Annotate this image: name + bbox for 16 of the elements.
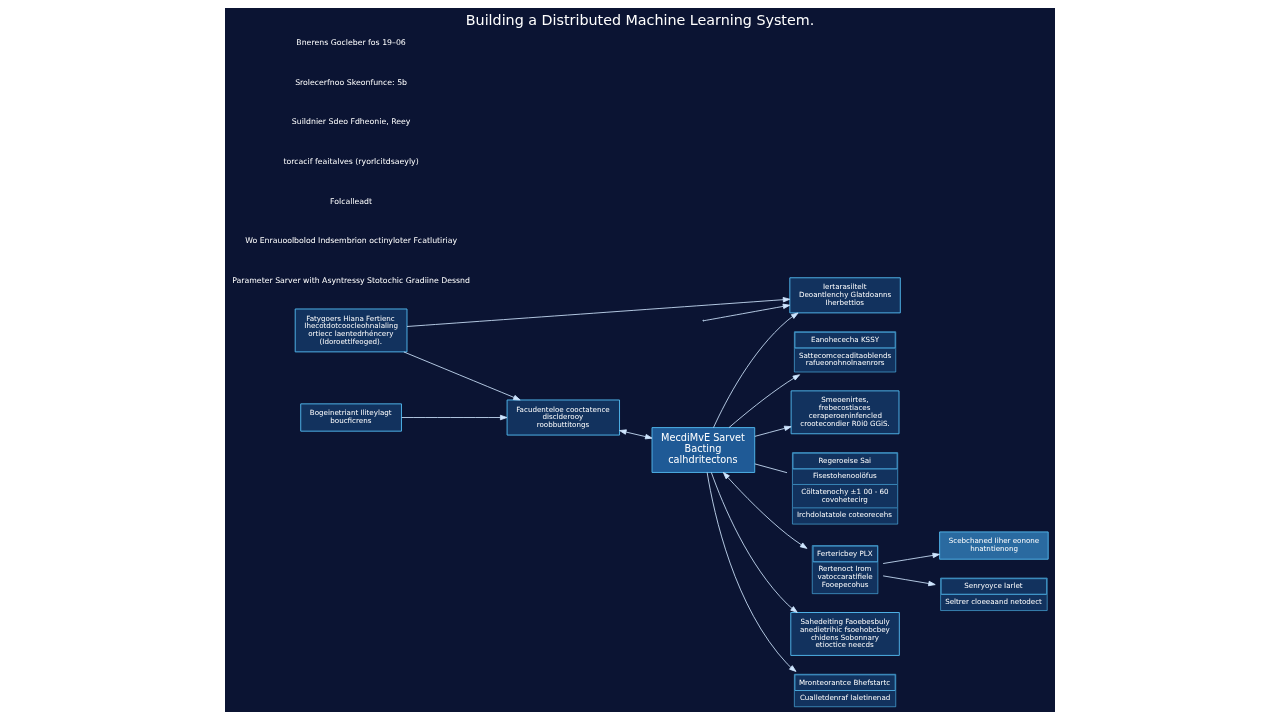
arrow xyxy=(706,472,797,672)
connector xyxy=(754,463,788,474)
arrow xyxy=(710,472,798,613)
arrow xyxy=(754,425,792,437)
arrow xyxy=(722,472,808,549)
diagram-title: Building a Distributed Machine Learning System. xyxy=(465,11,815,28)
arrow xyxy=(728,374,800,428)
arrow xyxy=(703,303,791,322)
arrow xyxy=(403,351,521,401)
arrow xyxy=(713,312,799,428)
arrow xyxy=(882,575,936,587)
node-box: MecdiMvE Sarvet Bacting calhdritectons xyxy=(651,427,756,473)
arrow xyxy=(619,429,653,440)
arrow xyxy=(401,414,508,421)
arrow xyxy=(406,297,791,327)
arrow xyxy=(882,552,940,564)
